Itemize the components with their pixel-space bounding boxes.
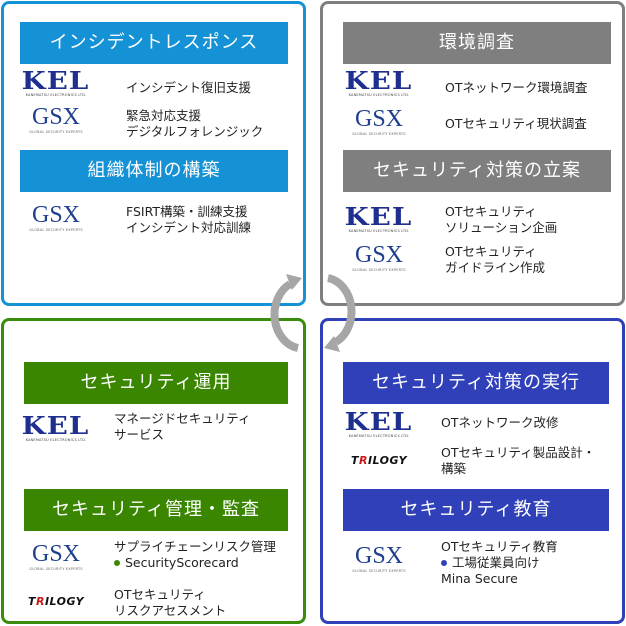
service-text: マネージドセキュリティ サービス (114, 411, 251, 442)
section-header-security-management-audit: セキュリティ管理・監査 (24, 489, 288, 531)
section-header-security-education: セキュリティ教育 (343, 489, 609, 531)
service-text: インシデント復旧支援 (126, 80, 252, 95)
gsx-logo: GSX GLOBAL SECURITY EXPERTS (352, 543, 406, 573)
service-text: サプライチェーンリスク管理 SecurityScorecard (114, 539, 276, 571)
bullet-dot-icon (441, 560, 447, 566)
service-text: OTセキュリティ リスクアセスメント (114, 587, 227, 618)
gsx-logo: GSX GLOBAL SECURITY EXPERTS (29, 104, 83, 134)
kel-logo: KEL KANEMATSU ELECTRONICS LTD. (22, 66, 90, 98)
quadrant-security-execution: セキュリティ対策の実行 KEL KANEMATSU ELECTRONICS LT… (320, 318, 625, 624)
service-text: OTネットワーク環境調査 (445, 80, 588, 95)
section-header-environment-survey: 環境調査 (343, 22, 611, 64)
section-header-incident-response: インシデントレスポンス (20, 22, 288, 64)
service-text: OTセキュリティ教育 工場従業員向け Mina Secure (441, 539, 558, 586)
service-item: GSX GLOBAL SECURITY EXPERTS 緊急対応支援 デジタルフ… (16, 104, 264, 140)
service-item: GSX GLOBAL SECURITY EXPERTS OTセキュリティ現状調査 (339, 106, 587, 136)
service-item: GSX GLOBAL SECURITY EXPERTS OTセキュリティ ガイド… (339, 242, 546, 276)
kel-logo: KEL KANEMATSU ELECTRONICS LTD. (345, 202, 413, 234)
service-item: KEL KANEMATSU ELECTRONICS LTD. マネージドセキュリ… (16, 411, 250, 443)
bullet-dot-icon (114, 560, 120, 566)
service-item: KEL KANEMATSU ELECTRONICS LTD. インシデント復旧支… (16, 66, 252, 98)
gsx-logo: GSX GLOBAL SECURITY EXPERTS (352, 106, 406, 136)
bullet-line: SecurityScorecard (114, 555, 276, 571)
quadrant-environment-survey: 環境調査 KEL KANEMATSU ELECTRONICS LTD. OTネッ… (320, 1, 625, 306)
bullet-line: 工場従業員向け (441, 555, 558, 571)
cycle-arrows-icon (270, 274, 356, 352)
quadrant-security-operation: セキュリティ運用 KEL KANEMATSU ELECTRONICS LTD. … (1, 318, 306, 624)
service-text: OTネットワーク改修 (441, 415, 559, 430)
section-header-security-execution: セキュリティ対策の実行 (343, 362, 609, 404)
service-text: OTセキュリティ現状調査 (445, 116, 587, 131)
service-text: FSIRT構築・訓練支援 インシデント対応訓練 (126, 204, 252, 235)
gsx-logo: GSX GLOBAL SECURITY EXPERTS (352, 242, 406, 272)
service-text: OTセキュリティ ガイドライン作成 (445, 244, 546, 275)
service-item: TRILOGY OTセキュリティ リスクアセスメント (16, 587, 226, 619)
service-item: TRILOGY OTセキュリティ製品設計・ 構築 (339, 445, 595, 477)
service-item: GSX GLOBAL SECURITY EXPERTS FSIRT構築・訓練支援… (16, 202, 252, 236)
service-item: GSX GLOBAL SECURITY EXPERTS サプライチェーンリスク管… (16, 539, 276, 571)
kel-logo: KEL KANEMATSU ELECTRONICS LTD. (345, 407, 413, 439)
service-item: KEL KANEMATSU ELECTRONICS LTD. OTセキュリティ … (339, 202, 558, 236)
service-text: OTセキュリティ ソリューション企画 (445, 204, 558, 235)
section-header-security-planning: セキュリティ対策の立案 (343, 150, 611, 192)
gsx-logo: GSX GLOBAL SECURITY EXPERTS (29, 541, 83, 571)
trilogy-logo: TRILOGY (27, 595, 85, 608)
quadrant-incident-response: インシデントレスポンス KEL KANEMATSU ELECTRONICS LT… (1, 1, 306, 306)
section-header-security-operation: セキュリティ運用 (24, 362, 288, 404)
kel-logo: KEL KANEMATSU ELECTRONICS LTD. (22, 411, 90, 443)
trilogy-logo: TRILOGY (350, 454, 408, 467)
section-header-organization: 組織体制の構築 (20, 150, 288, 192)
service-item: KEL KANEMATSU ELECTRONICS LTD. OTネットワーク環… (339, 66, 588, 98)
kel-logo: KEL KANEMATSU ELECTRONICS LTD. (345, 66, 413, 98)
service-item: GSX GLOBAL SECURITY EXPERTS OTセキュリティ教育 工… (339, 539, 558, 587)
service-text: 緊急対応支援 デジタルフォレンジック (126, 108, 264, 139)
gsx-logo: GSX GLOBAL SECURITY EXPERTS (29, 202, 83, 232)
service-text: OTセキュリティ製品設計・ 構築 (441, 445, 596, 476)
service-item: KEL KANEMATSU ELECTRONICS LTD. OTネットワーク改… (339, 407, 559, 439)
